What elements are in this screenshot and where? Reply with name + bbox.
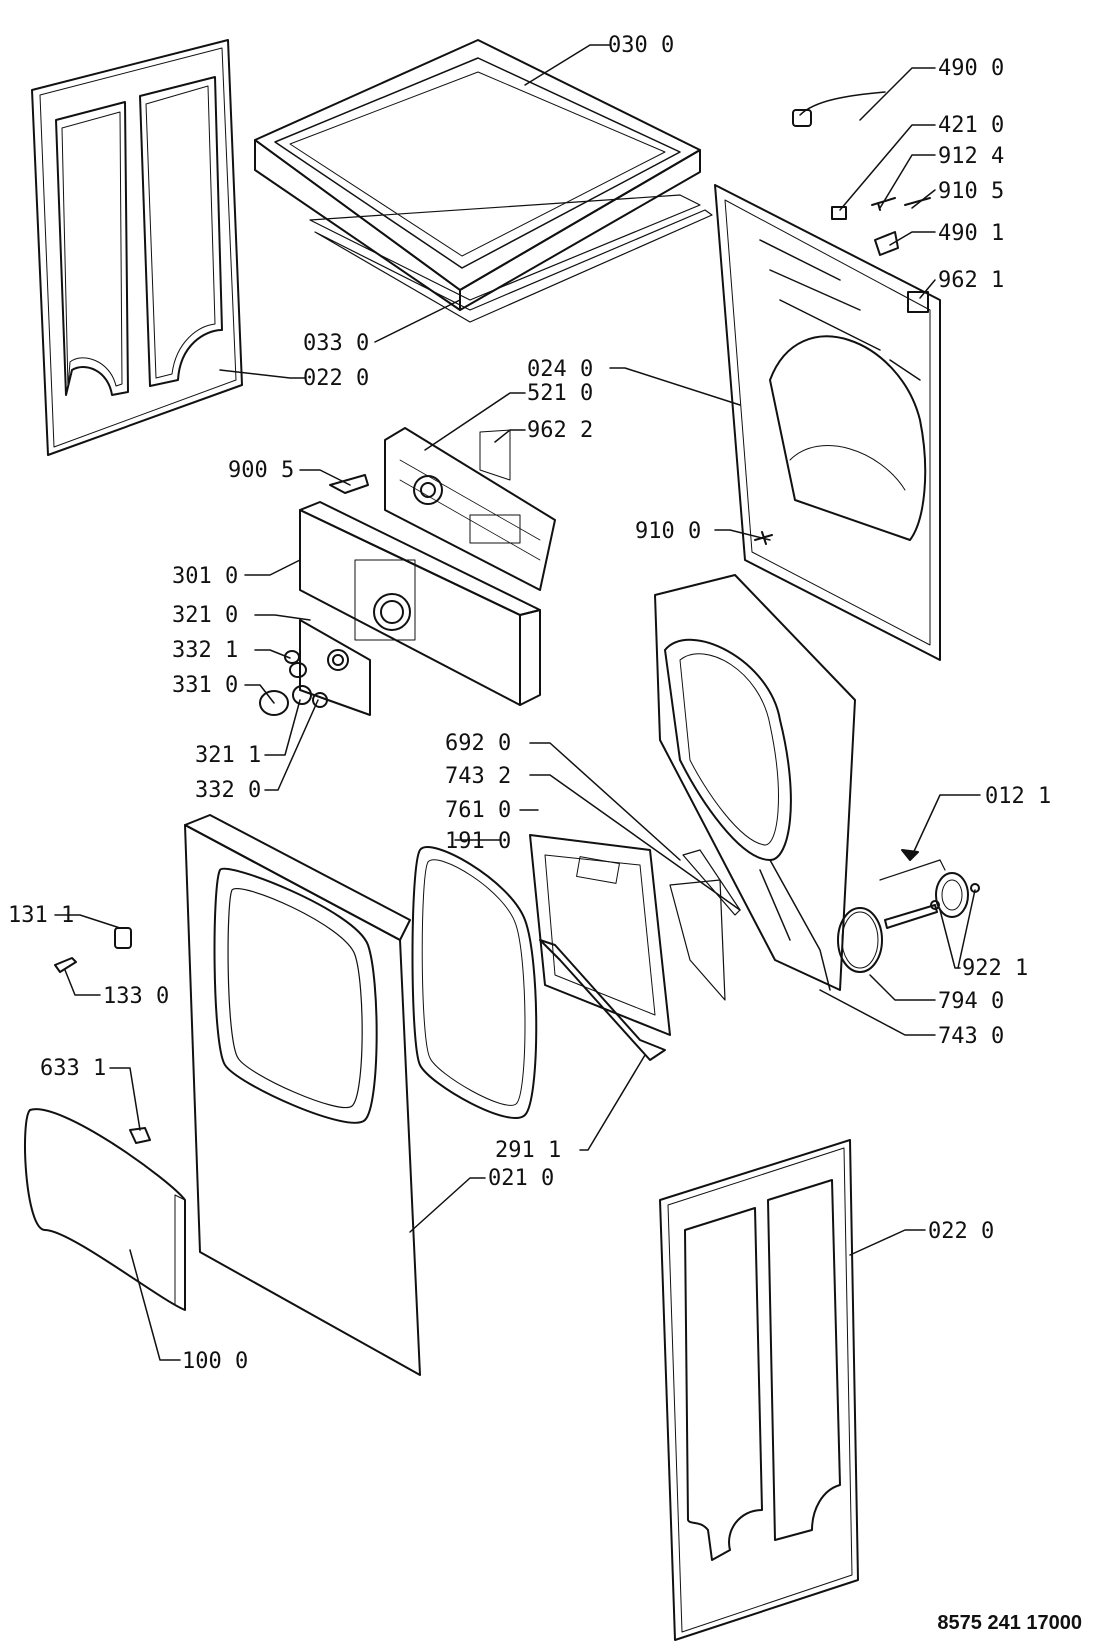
callout-024-0: 024 0 xyxy=(527,357,593,382)
knob-plate xyxy=(299,619,371,716)
callout-743-2: 743 2 xyxy=(445,764,511,789)
callout-761-0: 761 0 xyxy=(445,798,511,823)
door-hatch xyxy=(24,1108,186,1311)
leader-lines xyxy=(54,44,981,1361)
callout-022-0-bottom: 022 0 xyxy=(928,1219,994,1244)
callout-633-1: 633 1 xyxy=(40,1056,106,1081)
small-parts-top-right xyxy=(792,91,931,313)
callout-912-4: 912 4 xyxy=(938,144,1004,169)
callout-033-0: 033 0 xyxy=(303,331,369,356)
callout-331-0: 331 0 xyxy=(172,673,238,698)
callout-794-0: 794 0 xyxy=(938,989,1004,1014)
callout-100-0: 100 0 xyxy=(182,1349,248,1374)
callout-521-0: 521 0 xyxy=(527,381,593,406)
callout-490-0: 490 0 xyxy=(938,56,1004,81)
front-panel xyxy=(184,814,421,1376)
door-seal xyxy=(411,846,538,1119)
knobs xyxy=(259,650,328,716)
rear-panel xyxy=(714,184,941,661)
callout-labels: 030 0 490 0 421 0 912 4 910 5 490 1 962 … xyxy=(8,33,1051,1374)
callout-900-5: 900 5 xyxy=(228,458,294,483)
label-sticker xyxy=(479,429,511,481)
callout-133-0: 133 0 xyxy=(103,984,169,1009)
electronic-board xyxy=(384,427,556,591)
callout-962-2: 962 2 xyxy=(527,418,593,443)
document-number: 8575 241 17000 xyxy=(937,1612,1082,1634)
callout-910-5: 910 5 xyxy=(938,179,1004,204)
callout-291-1: 291 1 xyxy=(495,1138,561,1163)
callout-922-1: 922 1 xyxy=(962,956,1028,981)
bracket xyxy=(329,474,369,494)
arrow-marker xyxy=(901,849,919,861)
callout-332-0: 332 0 xyxy=(195,778,261,803)
callout-332-1: 332 1 xyxy=(172,638,238,663)
side-panel-left xyxy=(31,39,243,456)
drum-bearing-parts xyxy=(837,859,980,973)
callout-692-0: 692 0 xyxy=(445,731,511,756)
callout-321-1: 321 1 xyxy=(195,743,261,768)
filter-frame xyxy=(529,834,671,1061)
callout-131-1: 131 1 xyxy=(8,903,74,928)
callout-191-0: 191 0 xyxy=(445,829,511,854)
callout-421-0: 421 0 xyxy=(938,113,1004,138)
callout-012-1: 012 1 xyxy=(985,784,1051,809)
gasket xyxy=(669,879,726,1001)
callout-490-1: 490 1 xyxy=(938,221,1004,246)
callout-962-1: 962 1 xyxy=(938,268,1004,293)
callout-910-0: 910 0 xyxy=(635,519,701,544)
top-cover xyxy=(254,39,701,311)
callout-030-0: 030 0 xyxy=(608,33,674,58)
callout-021-0: 021 0 xyxy=(488,1166,554,1191)
side-panel-right xyxy=(659,1139,859,1641)
callout-743-0: 743 0 xyxy=(938,1024,1004,1049)
cover-plate xyxy=(309,194,713,323)
door-lock-parts xyxy=(54,927,132,973)
callout-022-0-top: 022 0 xyxy=(303,366,369,391)
control-panel xyxy=(299,501,541,706)
front-bulkhead xyxy=(654,574,856,991)
callout-301-0: 301 0 xyxy=(172,564,238,589)
callout-321-0: 321 0 xyxy=(172,603,238,628)
